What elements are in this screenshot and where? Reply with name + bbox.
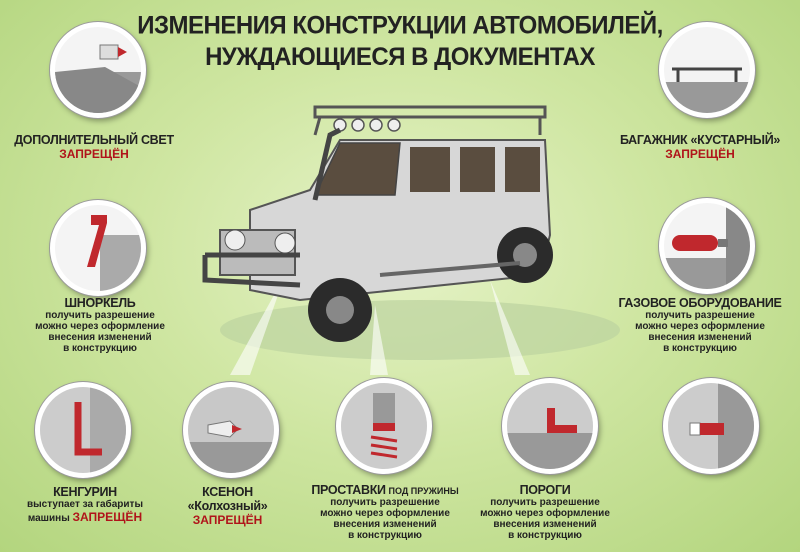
light-caption: ДОПОЛНИТЕЛЬНЫЙ СВЕТ ЗАПРЕЩЁН: [5, 133, 183, 161]
extra-light-icon: [55, 44, 141, 113]
spacers-line-2: можно через оформление: [320, 508, 450, 519]
light-status: ЗАПРЕЩЁН: [59, 147, 129, 161]
title-line-2: НУЖДАЮЩИЕСЯ В ДОКУМЕНТАХ: [205, 43, 595, 72]
snorkel-caption: ШНОРКЕЛЬ получить разрешение можно через…: [20, 296, 180, 354]
snorkel-icon: [87, 215, 141, 291]
spacers-caption: ПРОСТАВКИ ПОД ПРУЖИНЫ получить разрешени…: [300, 483, 470, 541]
snorkel-circle: [50, 200, 146, 296]
sills-caption: ПОРОГИ получить разрешение можно через о…: [470, 483, 620, 541]
snorkel-line-4: в конструкцию: [63, 343, 137, 354]
sills-circle: [502, 378, 598, 474]
roof-rack-icon: [664, 67, 750, 113]
xenon-circle: [183, 382, 279, 478]
side-step-icon: [507, 383, 593, 469]
sills-line-2: можно через оформление: [480, 508, 610, 519]
title-line-1: ИЗМЕНЕНИЯ КОНСТРУКЦИИ АВТОМОБИЛЕЙ,: [137, 11, 663, 40]
gas-name: ГАЗОВОЕ ОБОРУДОВАНИЕ: [618, 296, 782, 310]
kengurin-line-2: машины: [27, 513, 70, 524]
gas-cylinder-icon: [664, 203, 750, 289]
sills-line-1: получить разрешение: [490, 497, 600, 508]
spacers-line-4: в конструкцию: [348, 530, 422, 541]
sills-line-3: внесения изменений: [493, 519, 597, 530]
xenon-status: ЗАПРЕЩЁН: [192, 513, 263, 527]
page-title: ИЗМЕНЕНИЯ КОНСТРУКЦИИ АВТОМОБИЛЕЙ, НУЖДА…: [0, 11, 800, 74]
spring-spacer-icon: [341, 383, 427, 469]
hitch-circle: [663, 378, 759, 474]
suv-illustration: [202, 105, 620, 375]
trunk-circle: [659, 22, 755, 118]
snorkel-line-2: можно через оформление: [35, 321, 165, 332]
spacers-line-3: внесения изменений: [333, 519, 437, 530]
tow-hitch-icon: [668, 383, 754, 469]
kengurin-name: КЕНГУРИН: [53, 485, 117, 499]
kengurin-line-1: выступает за габариты: [26, 499, 143, 510]
kengurin-status: ЗАПРЕЩЁН: [72, 510, 143, 524]
gas-line-2: можно через оформление: [635, 321, 765, 332]
gas-line-3: внесения изменений: [648, 332, 752, 343]
kengurin-circle: [35, 382, 131, 478]
gas-line-4: в конструкцию: [663, 343, 737, 354]
snorkel-line-3: внесения изменений: [48, 332, 152, 343]
spacers-circle: [336, 378, 432, 474]
spacers-suffix: ПОД ПРУЖИНЫ: [388, 486, 459, 496]
sills-name: ПОРОГИ: [519, 483, 571, 497]
snorkel-line-1: получить разрешение: [45, 310, 155, 321]
light-name: ДОПОЛНИТЕЛЬНЫЙ СВЕТ: [14, 133, 174, 147]
kengurin-line-2-wrap: машины ЗАПРЕЩЁН: [15, 510, 155, 524]
xenon-name: КСЕНОН: [202, 485, 253, 499]
bull-bar-icon: [40, 387, 126, 473]
trunk-name: БАГАЖНИК «КУСТАРНЫЙ»: [619, 133, 781, 147]
gas-line-1: получить разрешение: [645, 310, 755, 321]
gas-caption: ГАЗОВОЕ ОБОРУДОВАНИЕ получить разрешение…: [605, 296, 795, 354]
sills-line-4: в конструкцию: [508, 530, 582, 541]
light-circle: [50, 22, 146, 118]
trunk-status: ЗАПРЕЩЁН: [665, 147, 735, 161]
snorkel-name: ШНОРКЕЛЬ: [64, 296, 136, 310]
trunk-caption: БАГАЖНИК «КУСТАРНЫЙ» ЗАПРЕЩЁН: [605, 133, 795, 161]
gas-circle: [659, 198, 755, 294]
xenon-caption: КСЕНОН «Колхозный» ЗАПРЕЩЁН: [170, 485, 285, 527]
spacers-title: ПРОСТАВКИ ПОД ПРУЖИНЫ: [300, 483, 470, 497]
spacers-line-1: получить разрешение: [330, 497, 440, 508]
spacers-name: ПРОСТАВКИ: [311, 483, 386, 497]
xenon-line-1: «Колхозный»: [187, 499, 268, 513]
xenon-headlight-icon: [188, 387, 274, 473]
kengurin-caption: КЕНГУРИН выступает за габариты машины ЗА…: [15, 485, 155, 524]
